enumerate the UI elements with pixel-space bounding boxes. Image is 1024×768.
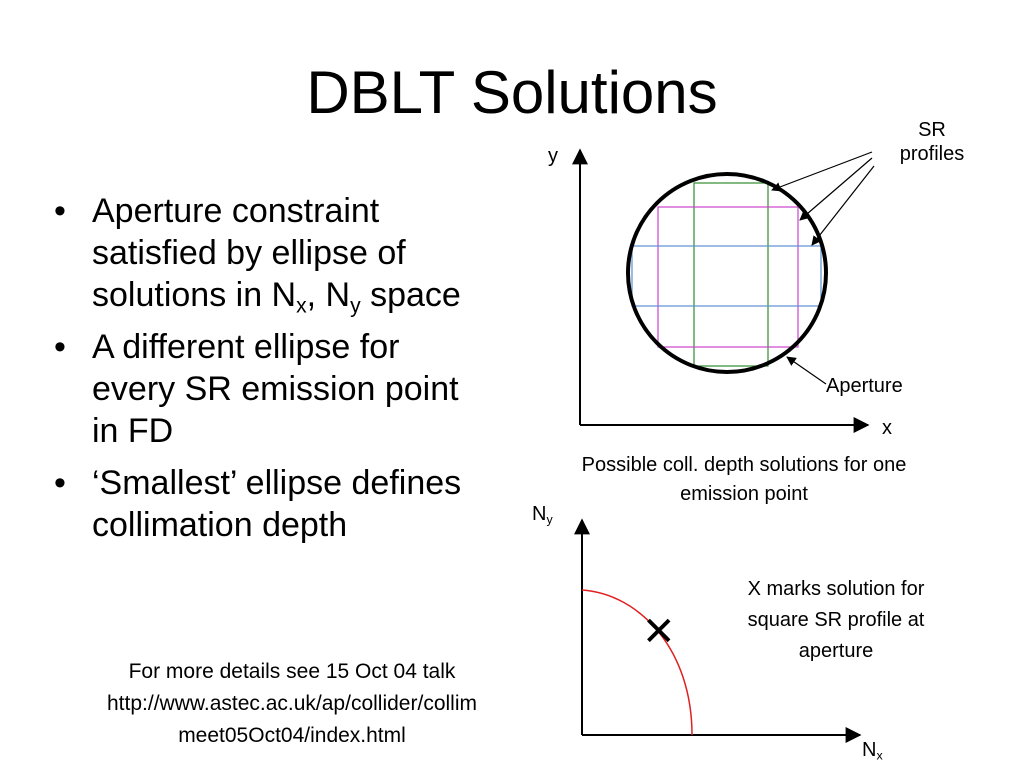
- solution-note: X marks solution for square SR profile a…: [716, 574, 956, 667]
- bullet-item: • A different ellipse for every SR emissi…: [54, 326, 474, 452]
- sr-pointer-arrow: [771, 151, 873, 192]
- subscript: y: [546, 512, 553, 527]
- bullet-item: • ‘Smallest’ ellipse defines collimation …: [54, 462, 474, 546]
- note-line: X marks solution for: [747, 578, 925, 600]
- top-diagram-caption: Possible coll. depth solutions for one e…: [530, 451, 958, 509]
- nx-axis-label: Nx: [862, 738, 883, 762]
- subscript: x: [296, 294, 307, 318]
- caption-line: emission point: [680, 483, 808, 505]
- ny-axis-label: Ny: [532, 502, 553, 526]
- bullet-dot-icon: •: [54, 192, 66, 230]
- footer-note: For more details see 15 Oct 04 talk http…: [52, 656, 532, 752]
- sr-profiles-label: SR profiles: [880, 118, 984, 166]
- footer-line: For more details see 15 Oct 04 talk: [128, 660, 456, 683]
- caption-line: Possible coll. depth solutions for one: [581, 454, 907, 476]
- sr-profiles-label-line: profiles: [899, 143, 965, 165]
- bullet-text: ‘Smallest’ ellipse defines collimation d…: [92, 464, 462, 544]
- x-marker-icon: ✕: [642, 610, 676, 654]
- aperture-circle: [626, 172, 828, 374]
- bullet-list: • Aperture constraint satisfied by ellips…: [54, 190, 474, 556]
- slide-title: DBLT Solutions: [306, 59, 718, 126]
- bullet-item: • Aperture constraint satisfied by ellips…: [54, 190, 474, 316]
- aperture-pointer-arrow: [786, 356, 827, 385]
- bullet-text: A different ellipse for every SR emissio…: [92, 328, 459, 450]
- sr-profile-green: [693, 182, 769, 367]
- sr-profile-blue: [631, 245, 822, 307]
- bullet-text: Aperture constraint satisfied by ellipse…: [92, 192, 406, 314]
- note-line: aperture: [798, 640, 874, 662]
- bullet-text: space: [360, 276, 461, 314]
- sr-pointer-arrow: [799, 157, 873, 221]
- x-axis-label: x: [882, 417, 892, 439]
- y-axis-label: y: [548, 145, 558, 167]
- solution-ellipse-curve: [581, 589, 693, 736]
- sr-profiles-label-line: SR: [918, 119, 946, 141]
- subscript: x: [876, 748, 883, 763]
- axis-letter: N: [862, 739, 877, 761]
- footer-link: http://www.astec.ac.uk/ap/collider/colli…: [107, 692, 477, 715]
- aperture-label: Aperture: [826, 375, 903, 397]
- sr-profile-magenta: [657, 206, 799, 348]
- axis-letter: N: [532, 503, 547, 525]
- bullet-text: , N: [306, 276, 351, 314]
- footer-link: meet05Oct04/index.html: [178, 724, 406, 747]
- subscript: y: [350, 294, 361, 318]
- note-line: square SR profile at: [747, 609, 925, 631]
- sr-pointer-arrow: [811, 165, 875, 246]
- bullet-dot-icon: •: [54, 328, 66, 366]
- bullet-dot-icon: •: [54, 464, 66, 502]
